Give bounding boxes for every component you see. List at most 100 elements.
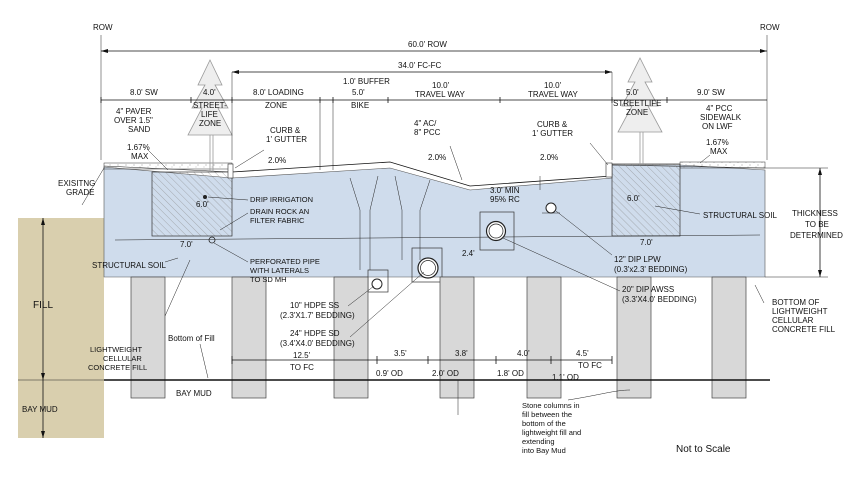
perforated-pipe-3: TO SD MH [250, 275, 287, 284]
dim-3-8: 3.8' [455, 349, 468, 358]
bottom-lwf-3: CELLULAR [772, 316, 814, 325]
lwcf-1: LIGHTWEIGHT [90, 345, 143, 354]
planter-right-width: 7.0' [640, 238, 653, 247]
curb-right-1: CURB & [537, 120, 568, 129]
od-0-9: 0.9' OD [376, 369, 403, 378]
pcc-sidewalk-2: SIDEWALK [700, 113, 742, 122]
paver-label-3: SAND [128, 125, 150, 134]
bottom-of-fill-label: Bottom of Fill [168, 334, 215, 343]
bottom-lwf-4: CONCRETE FILL [772, 325, 836, 334]
stone-column [333, 276, 369, 399]
fc-fc-label: 34.0' FC-FC [398, 61, 442, 70]
seg-travel2-name: TRAVEL WAY [528, 90, 578, 99]
slope-left-1: 1.67% [127, 143, 150, 152]
fill-label: FILL [33, 300, 53, 311]
ac-pcc-2: 8" PCC [414, 128, 441, 137]
dip-awss-2: (3.3'X4.0' BEDDING) [622, 295, 697, 304]
drain-rock-2: FILTER FABRIC [250, 216, 305, 225]
seg-streetlife-left-name-3: ZONE [199, 119, 221, 128]
seg-bike-name: BIKE [351, 101, 369, 110]
stone-column [526, 276, 562, 399]
pcc-sidewalk-1: 4" PCC [706, 104, 733, 113]
tree-right-icon [617, 57, 663, 164]
curb-left-2: 1' GUTTER [266, 135, 307, 144]
od-2-0: 2.0' OD [432, 369, 459, 378]
existing-grade-1: EXISITNG [58, 179, 95, 188]
pcc-sidewalk-3: ON LWF [702, 122, 733, 131]
dip-lpw-2: (0.3'x2.3' BEDDING) [614, 265, 688, 274]
slope-left-2: MAX [131, 152, 149, 161]
dim-4-5-2: TO FC [578, 361, 602, 370]
seg-streetlife-left-dim: 4.0' [203, 88, 216, 97]
slope-road-1: 2.0% [268, 156, 286, 165]
bay-mud-zone [18, 380, 104, 438]
seg-streetlife-right-name-1: STREETLIFE [613, 99, 661, 108]
seg-bike-dim: 5.0' [352, 88, 365, 97]
seg-loading-dim: 8.0' LOADING [253, 88, 304, 97]
seg-sw-left-dim: 8.0' SW [130, 88, 158, 97]
stone-column [231, 276, 267, 399]
existing-grade-2: GRADE [66, 188, 94, 197]
curb-left-1: CURB & [270, 126, 301, 135]
drip-irrigation-label: DRIP IRRIGATION [250, 195, 313, 204]
pipe-12-dip-lpw [545, 202, 557, 214]
lwcf-2: CELLULAR [103, 354, 142, 363]
stone-columns-3: bottom of the [522, 419, 566, 428]
dim-2-4: 2.4' [462, 249, 475, 258]
stone-columns-5: extending [522, 437, 555, 446]
planter-left-width: 7.0' [180, 240, 193, 249]
thickness-3: DETERMINED [790, 231, 843, 240]
stone-columns [130, 276, 747, 399]
planter-left-depth: 6.0' [196, 200, 209, 209]
buffer-label: 1.0' BUFFER [343, 77, 390, 86]
curb-right [605, 162, 613, 178]
curb-left [227, 163, 234, 179]
row-right-label: ROW [760, 23, 780, 32]
stone-column [439, 276, 475, 399]
pipe-10-hdpe-ss [371, 278, 383, 290]
structural-soil-right: STRUCTURAL SOIL [703, 211, 777, 220]
seg-streetlife-right-dim: 5.0' [626, 88, 639, 97]
lwcf-3: CONCRETE FILL [88, 363, 147, 372]
min-cover-1: 3.0' MIN [490, 186, 520, 195]
slope-road-3: 2.0% [540, 153, 558, 162]
bay-mud-left-label: BAY MUD [22, 405, 58, 414]
od-1-1: 1.1' OD [552, 373, 579, 382]
slope-road-2: 2.0% [428, 153, 446, 162]
stone-columns-1: Stone columns in [522, 401, 580, 410]
road-surface [231, 161, 613, 187]
seg-travel1-name: TRAVEL WAY [415, 90, 465, 99]
paver-label-2: OVER 1.5" [114, 116, 153, 125]
seg-streetlife-left-name-1: STREET- [193, 101, 227, 110]
perforated-pipe-1: PERFORATED PIPE [250, 257, 320, 266]
planter-left [151, 171, 233, 237]
dim-3-5: 3.5' [394, 349, 407, 358]
curb-right-2: 1' GUTTER [532, 129, 573, 138]
dip-awss-1: 20" DIP AWSS [622, 285, 674, 294]
dim-12-5-2: TO FC [290, 363, 314, 372]
dim-4-0: 4.0' [517, 349, 530, 358]
dim-4-5-1: 4.5' [576, 349, 589, 358]
planter-right-depth: 6.0' [627, 194, 640, 203]
dip-lpw-1: 12" DIP LPW [614, 255, 661, 264]
bottom-lwf-1: BOTTOM OF [772, 298, 820, 307]
bottom-lwf-2: LIGHTWEIGHT [772, 307, 828, 316]
od-1-8: 1.8' OD [497, 369, 524, 378]
bay-mud-center-label: BAY MUD [176, 389, 212, 398]
drip-irrigation-icon [203, 195, 207, 199]
paver-label-1: 4" PAVER [116, 107, 152, 116]
pipe-24-hdpe-sd [417, 257, 439, 279]
thickness-2: TO BE [805, 220, 829, 229]
seg-streetlife-right-name-2: ZONE [626, 108, 648, 117]
not-to-scale-label: Not to Scale [676, 444, 731, 455]
hdpe-ss-1: 10" HDPE SS [290, 301, 339, 310]
seg-sw-right-dim: 9.0' SW [697, 88, 725, 97]
stone-columns-4: lightweight fill and [522, 428, 581, 437]
min-cover-2: 95% RC [490, 195, 520, 204]
structural-soil-left: STRUCTURAL SOIL [92, 261, 166, 270]
stone-column [711, 276, 747, 399]
drain-rock-1: DRAIN ROCK AN [250, 207, 309, 216]
hdpe-sd-2: (3.4'X4.0' BEDDING) [280, 339, 355, 348]
